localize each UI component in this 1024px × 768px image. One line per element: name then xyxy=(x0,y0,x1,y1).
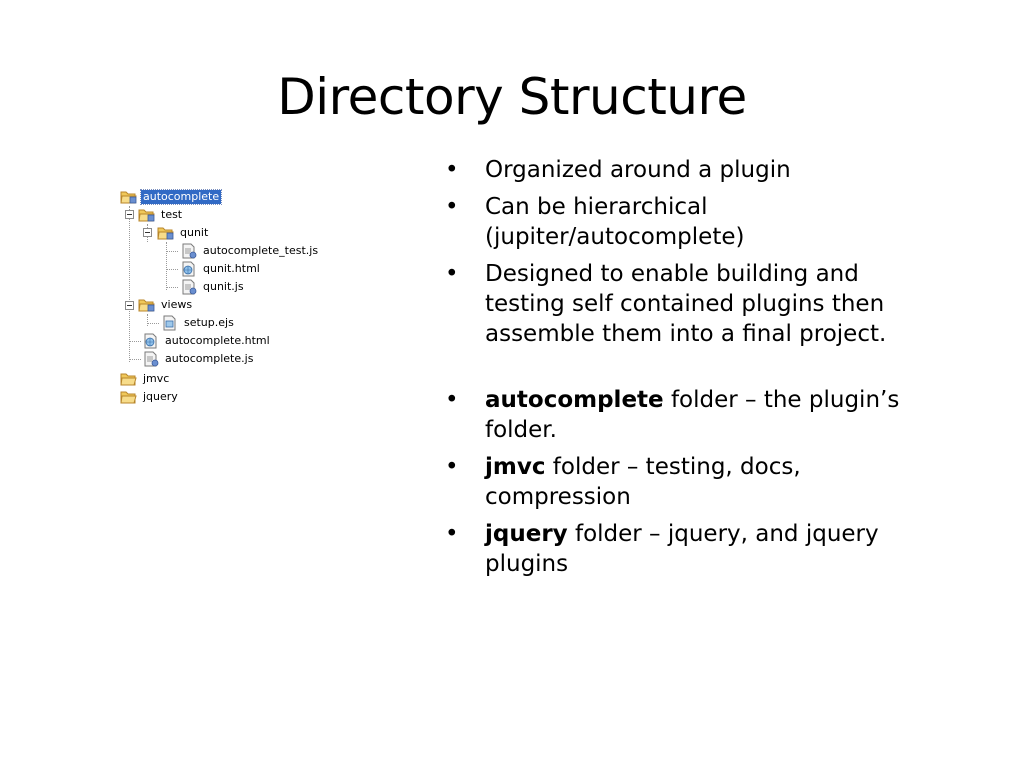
tree-guide-line xyxy=(129,341,141,342)
tree-item-jmvc[interactable]: jmvc xyxy=(120,370,171,388)
tree-guide-line xyxy=(166,287,178,288)
tree-item-views[interactable]: views xyxy=(138,296,194,314)
tree-item-label: views xyxy=(161,298,193,311)
tree-item-label: autocomplete_test.js xyxy=(203,244,319,257)
js-file-icon xyxy=(182,243,197,259)
tree-item-label: setup.ejs xyxy=(184,316,234,329)
js-file-icon xyxy=(182,279,197,295)
collapse-toggle-qunit[interactable] xyxy=(143,228,152,237)
tree-item-label: qunit.html xyxy=(203,262,260,275)
folder-icon xyxy=(120,391,137,404)
tree-guide-line xyxy=(147,323,159,324)
slide-title: Directory Structure xyxy=(277,68,747,126)
tree-item-setup-ejs[interactable]: setup.ejs xyxy=(161,314,236,332)
package-folder-icon xyxy=(138,299,155,312)
bullet-glyph: • xyxy=(445,194,459,220)
tree-item-autocomplete-test-js[interactable]: autocomplete_test.js xyxy=(180,242,320,260)
tree-item-jquery[interactable]: jquery xyxy=(120,388,180,406)
tree-guide-line xyxy=(129,206,130,362)
bullet-text: Can be hierarchical (jupiter/autocomplet… xyxy=(485,194,745,250)
tree-guide-line xyxy=(147,314,148,326)
js-file-icon xyxy=(144,351,159,367)
tree-item-autocomplete[interactable]: autocomplete xyxy=(120,188,223,206)
bullet-item: • Can be hierarchical (jupiter/autocompl… xyxy=(443,192,943,252)
tree-guide-line xyxy=(166,269,178,270)
tree-item-label: test xyxy=(161,208,183,221)
bullet-glyph: • xyxy=(445,157,459,183)
tree-item-label: autocomplete.html xyxy=(165,334,270,347)
tree-guide-line xyxy=(166,251,178,252)
bullet-bold-term: autocomplete xyxy=(485,387,664,413)
bullet-item: • autocomplete folder – the plugin’s fol… xyxy=(443,385,943,445)
bullet-item: • Organized around a plugin xyxy=(443,155,943,185)
tree-item-label: qunit.js xyxy=(203,280,244,293)
tree-item-qunit-html[interactable]: qunit.html xyxy=(180,260,262,278)
collapse-toggle-test[interactable] xyxy=(125,210,134,219)
bullet-item: • jquery folder – jquery, and jquery plu… xyxy=(443,519,943,579)
bullet-text: Designed to enable building and testing … xyxy=(485,261,887,347)
tree-guide-line xyxy=(129,359,141,360)
tree-item-label: autocomplete xyxy=(139,189,223,205)
html-file-icon xyxy=(182,261,195,277)
bullet-text: folder – the plugin’s folder. xyxy=(485,387,900,443)
package-folder-icon xyxy=(120,191,137,204)
tree-item-test[interactable]: test xyxy=(138,206,184,224)
bullet-bold-term: jmvc xyxy=(485,454,546,480)
bullet-text: Organized around a plugin xyxy=(485,157,791,183)
package-folder-icon xyxy=(157,227,174,240)
tree-item-autocomplete-html[interactable]: autocomplete.html xyxy=(142,332,272,350)
bullet-text: folder – jquery, and jquery plugins xyxy=(485,521,879,577)
tree-item-qunit-js[interactable]: qunit.js xyxy=(180,278,246,296)
bullet-bold-term: jquery xyxy=(485,521,568,547)
bullet-list: • Organized around a plugin • Can be hie… xyxy=(443,155,943,586)
tree-item-label: jquery xyxy=(143,390,178,403)
tree-item-label: qunit xyxy=(180,226,209,239)
html-file-icon xyxy=(144,333,157,349)
tree-item-qunit[interactable]: qunit xyxy=(157,224,210,242)
ejs-file-icon xyxy=(163,315,176,331)
tree-item-label: jmvc xyxy=(143,372,170,385)
tree-item-autocomplete-js[interactable]: autocomplete.js xyxy=(142,350,255,368)
bullet-glyph: • xyxy=(445,454,459,480)
bullet-glyph: • xyxy=(445,261,459,287)
bullet-item: • Designed to enable building and testin… xyxy=(443,259,943,349)
collapse-toggle-views[interactable] xyxy=(125,301,134,310)
bullet-text: folder – testing, docs, compression xyxy=(485,454,801,510)
tree-guide-line xyxy=(166,242,167,290)
directory-tree: autocomplete test qunit autocomplete_tes… xyxy=(118,188,358,412)
bullet-glyph: • xyxy=(445,521,459,547)
bullet-glyph: • xyxy=(445,387,459,413)
package-folder-icon xyxy=(138,209,155,222)
tree-item-label: autocomplete.js xyxy=(165,352,254,365)
folder-icon xyxy=(120,373,137,386)
bullet-item: • jmvc folder – testing, docs, compressi… xyxy=(443,452,943,512)
